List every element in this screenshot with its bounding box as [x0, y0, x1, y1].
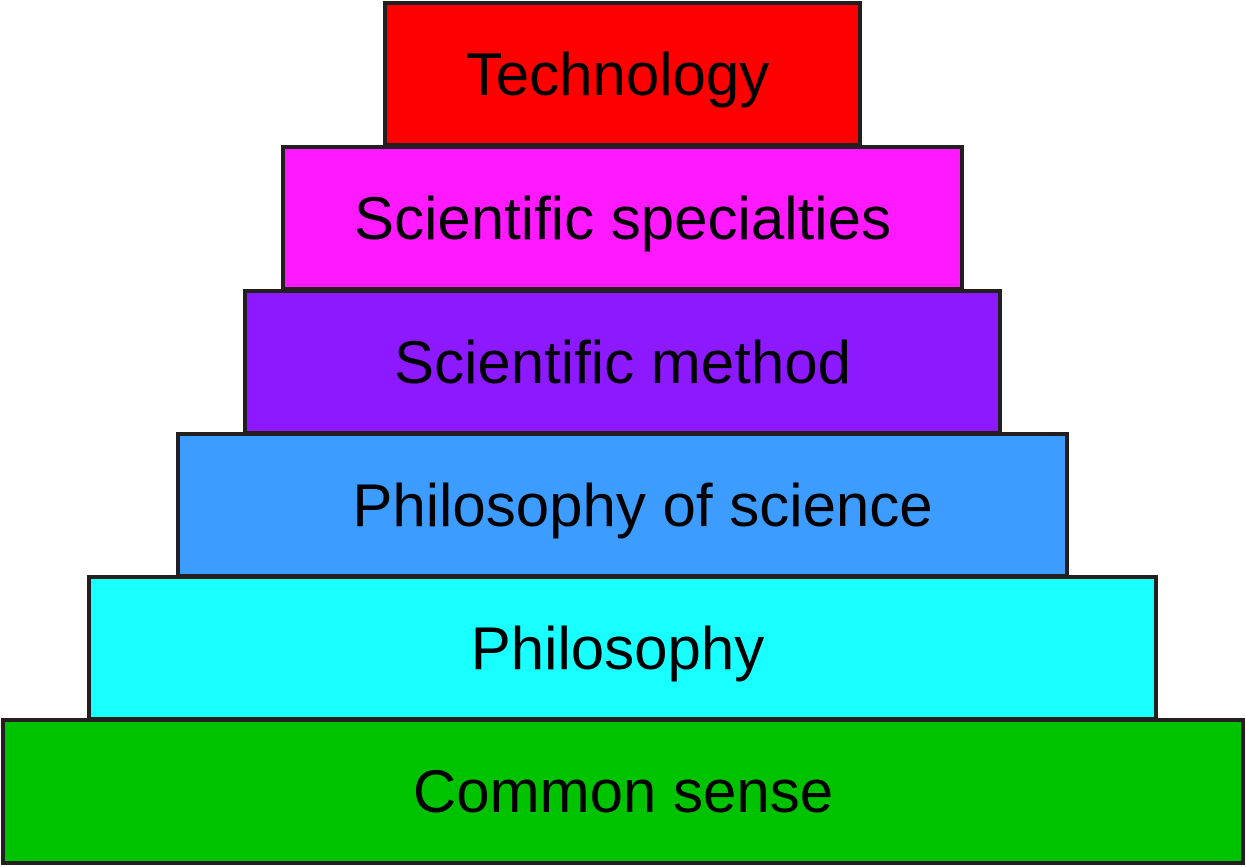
tier-scientific-method: Scientific method: [243, 289, 1002, 435]
tier-common-sense: Common sense: [1, 718, 1245, 865]
tier-label: Philosophy of science: [352, 471, 933, 539]
tier-label: Common sense: [412, 758, 834, 825]
tier-philosophy-of-science: Philosophy of science: [176, 432, 1069, 578]
tier-label: Scientific specialties: [354, 184, 891, 252]
tier-philosophy: Philosophy: [87, 575, 1158, 721]
tier-label: Scientific method: [394, 328, 851, 396]
tier-scientific-specialties: Scientific specialties: [281, 145, 964, 291]
tier-label: Technology: [465, 40, 770, 108]
tier-label: Philosophy: [470, 614, 765, 682]
tier-technology: Technology: [383, 1, 862, 147]
